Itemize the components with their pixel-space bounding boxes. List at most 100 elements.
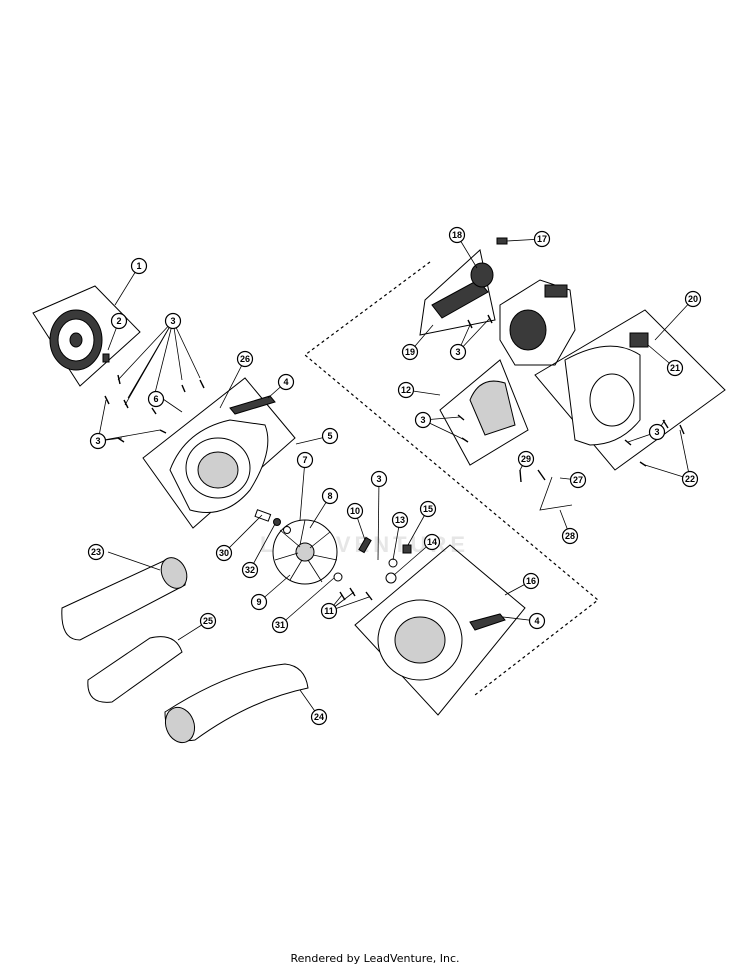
- recoil-starter-group: [32, 285, 141, 387]
- lever-part: [358, 536, 372, 554]
- callout-3-starter: 3: [164, 312, 182, 330]
- callout-32: 32: [241, 561, 259, 579]
- callout-13: 13: [391, 511, 409, 529]
- housing-strip-part: [229, 395, 276, 415]
- callout-14: 14: [423, 533, 441, 551]
- air-filter-frame: [419, 249, 496, 336]
- callout-19: 19: [401, 343, 419, 361]
- svg-text:4: 4: [283, 377, 288, 387]
- fan-housing-frame: [354, 544, 526, 716]
- svg-text:24: 24: [314, 712, 324, 722]
- callout-10: 10: [346, 502, 364, 520]
- callout-18: 18: [448, 226, 466, 244]
- callout-11: 11: [320, 602, 338, 620]
- callout-6: 6: [147, 390, 165, 408]
- svg-text:23: 23: [91, 547, 101, 557]
- throttle-parts-group: [519, 469, 573, 511]
- fan-housing-group: [354, 544, 526, 716]
- svg-text:3: 3: [170, 316, 175, 326]
- fan-housing-strip-part: [469, 613, 506, 631]
- svg-text:3: 3: [455, 347, 460, 357]
- callout-17: 17: [533, 230, 551, 248]
- callout-1: 1: [130, 257, 148, 275]
- intake-elbow-part: [470, 262, 494, 288]
- small-washer-part: [333, 572, 343, 582]
- callout-8: 8: [321, 487, 339, 505]
- callout-20: 20: [684, 290, 702, 308]
- callout-28: 28: [561, 527, 579, 545]
- svg-text:13: 13: [395, 515, 405, 525]
- callout-2: 2: [110, 312, 128, 330]
- callout-29: 29: [517, 450, 535, 468]
- callout-4-lower: 4: [528, 612, 546, 630]
- svg-text:18: 18: [452, 230, 462, 240]
- engine-group: [499, 279, 576, 366]
- svg-text:2: 2: [116, 316, 121, 326]
- svg-text:27: 27: [573, 475, 583, 485]
- svg-text:6: 6: [153, 394, 158, 404]
- callout-4-upper: 4: [277, 373, 295, 391]
- svg-text:12: 12: [401, 385, 411, 395]
- svg-text:3: 3: [654, 427, 659, 437]
- pin-29: [519, 469, 522, 483]
- callout-7: 7: [296, 451, 314, 469]
- svg-text:3: 3: [376, 474, 381, 484]
- svg-text:32: 32: [245, 565, 255, 575]
- callout-3-airfilter: 3: [449, 343, 467, 361]
- svg-text:26: 26: [240, 354, 250, 364]
- svg-text:30: 30: [219, 548, 229, 558]
- callout-12: 12: [397, 381, 415, 399]
- svg-text:16: 16: [526, 576, 536, 586]
- svg-text:31: 31: [275, 620, 285, 630]
- svg-text:4: 4: [534, 616, 539, 626]
- callout-16: 16: [522, 572, 540, 590]
- footer-credit: Rendered by LeadVenture, Inc.: [290, 952, 460, 965]
- callout-30: 30: [215, 544, 233, 562]
- bolt-17-part: [496, 237, 508, 245]
- svg-text:8: 8: [327, 491, 332, 501]
- svg-text:25: 25: [203, 616, 213, 626]
- callout-9: 9: [250, 593, 268, 611]
- tube-group: [61, 557, 309, 744]
- callout-27: 27: [569, 471, 587, 489]
- callout-22: 22: [681, 470, 699, 488]
- spring-part: [388, 558, 398, 568]
- svg-text:1: 1: [136, 261, 141, 271]
- callout-23: 23: [87, 543, 105, 561]
- svg-text:28: 28: [565, 531, 575, 541]
- svg-text:3: 3: [420, 415, 425, 425]
- svg-text:22: 22: [685, 474, 695, 484]
- starter-pawl-part: [102, 353, 110, 363]
- svg-text:9: 9: [256, 597, 261, 607]
- blower-housing-group: [142, 377, 296, 529]
- svg-text:21: 21: [670, 363, 680, 373]
- throttle-rod-part: [539, 476, 573, 511]
- o-ring-part: [385, 572, 397, 584]
- impeller-group: [254, 509, 343, 585]
- svg-text:10: 10: [350, 506, 360, 516]
- shroud-part: [469, 380, 516, 436]
- callout-24: 24: [310, 708, 328, 726]
- callout-3-housing: 3: [89, 432, 107, 450]
- washer-part: [273, 518, 281, 526]
- air-filter-group: [419, 237, 508, 336]
- svg-text:7: 7: [302, 455, 307, 465]
- svg-text:29: 29: [521, 454, 531, 464]
- backplate-group: [534, 309, 726, 471]
- svg-text:15: 15: [423, 504, 433, 514]
- air-filter-part: [431, 279, 489, 319]
- screw-11b: [349, 587, 356, 597]
- clip-part: [402, 544, 412, 554]
- svg-text:17: 17: [537, 234, 547, 244]
- callout-15: 15: [419, 500, 437, 518]
- nut-part: [283, 526, 291, 534]
- callout-31: 31: [271, 616, 289, 634]
- spacer-part: [254, 509, 272, 522]
- callout-3-backplate: 3: [648, 423, 666, 441]
- svg-text:14: 14: [427, 537, 437, 547]
- svg-text:20: 20: [688, 294, 698, 304]
- callout-26: 26: [236, 350, 254, 368]
- callout-25: 25: [199, 612, 217, 630]
- shroud-frame: [439, 359, 529, 466]
- callout-3-center: 3: [370, 470, 388, 488]
